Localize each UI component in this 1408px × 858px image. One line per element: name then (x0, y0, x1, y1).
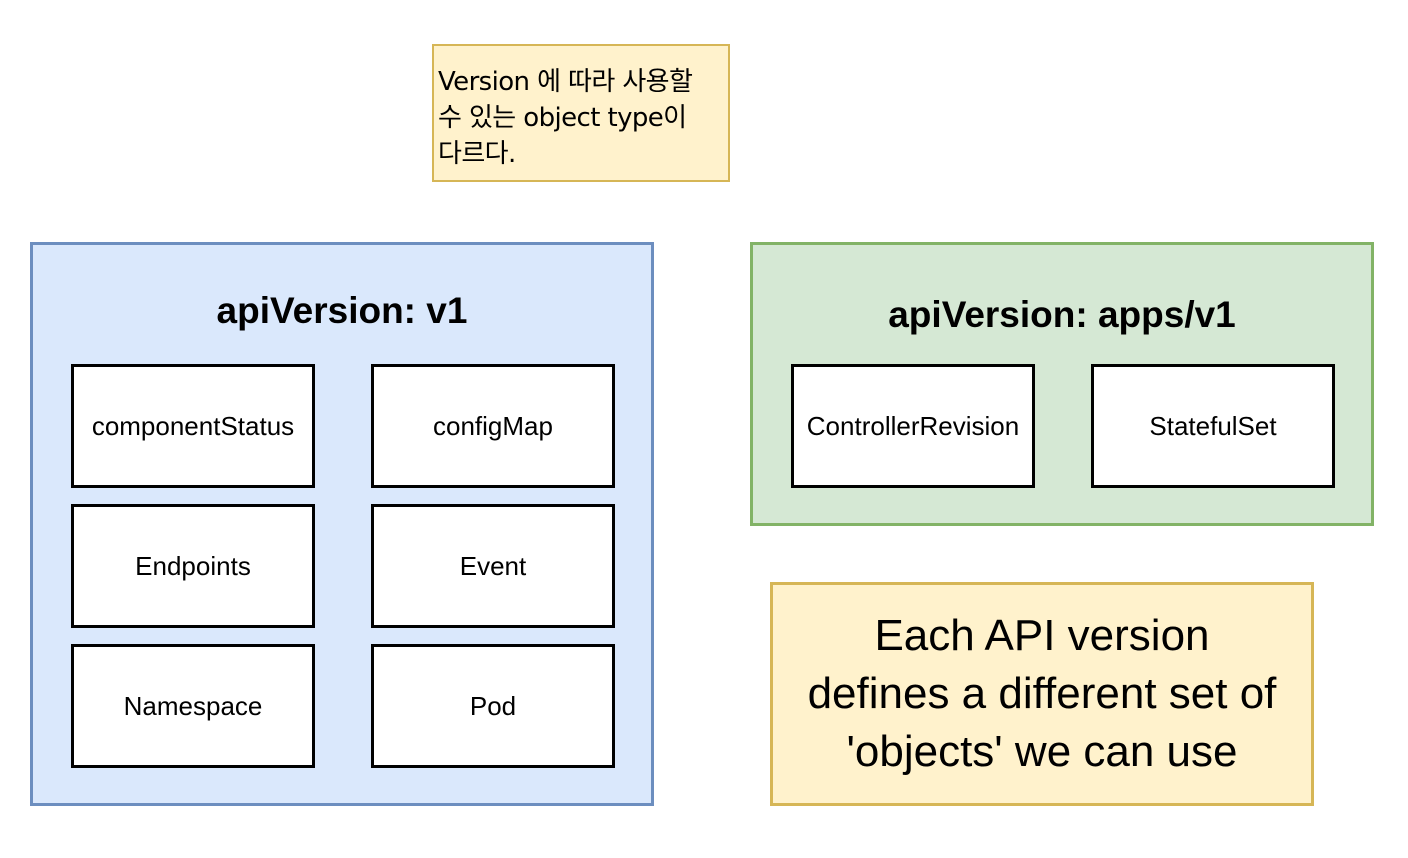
korean-note-line-2: 수 있는 object type이 (438, 103, 687, 133)
object-event: Event (371, 504, 615, 628)
object-namespace: Namespace (71, 644, 315, 768)
english-note-line-1: Each API version (874, 611, 1210, 660)
english-note-line-2: defines a different set of (807, 669, 1277, 718)
api-version-v1-group: apiVersion: v1 componentStatus configMap… (30, 242, 654, 806)
object-component-status: componentStatus (71, 364, 315, 488)
object-config-map: configMap (371, 364, 615, 488)
api-version-v1-title: apiVersion: v1 (216, 290, 468, 331)
english-note-line-3: 'objects' we can use (846, 727, 1238, 776)
korean-note-line-1: Version 에 따라 사용할 (438, 67, 693, 97)
api-version-apps-v1-group: apiVersion: apps/v1 ControllerRevision S… (750, 242, 1374, 526)
object-stateful-set: StatefulSet (1091, 364, 1335, 488)
korean-note-line-3: 다르다. (438, 139, 516, 169)
korean-note: Version 에 따라 사용할 수 있는 object type이 다르다. (432, 44, 730, 182)
object-pod: Pod (371, 644, 615, 768)
api-version-apps-v1-title: apiVersion: apps/v1 (888, 294, 1236, 335)
english-note: Each API version defines a different set… (770, 582, 1314, 806)
object-endpoints: Endpoints (71, 504, 315, 628)
object-controller-revision: ControllerRevision (791, 364, 1035, 488)
